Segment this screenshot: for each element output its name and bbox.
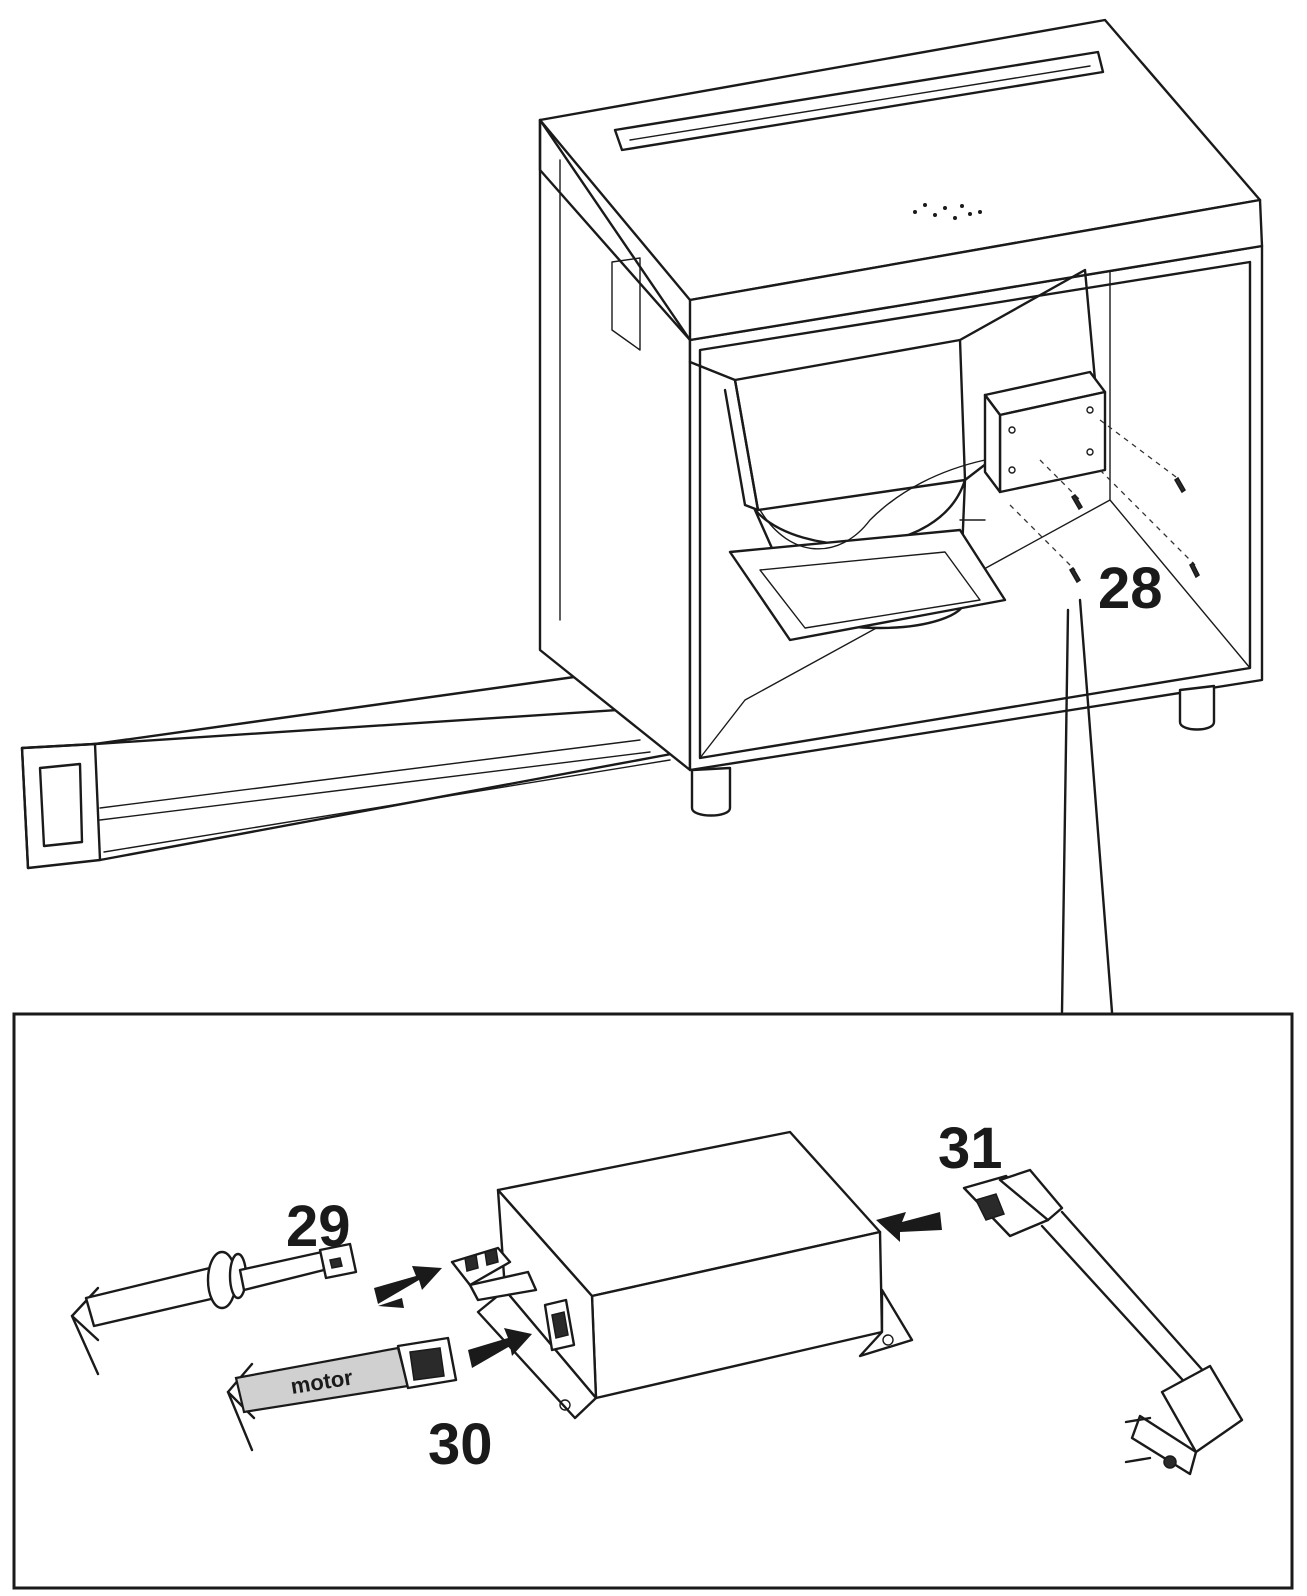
step-number-28: 28 bbox=[1098, 556, 1163, 621]
insert-arrow-icon bbox=[378, 1298, 404, 1308]
callout-line bbox=[1060, 608, 1070, 1014]
cable-29 bbox=[70, 1242, 358, 1376]
control-box-mounted bbox=[983, 370, 1107, 494]
step-number-31: 31 bbox=[938, 1116, 1003, 1181]
insert-arrow-icon bbox=[876, 1212, 942, 1242]
motor-cable-30 bbox=[226, 1336, 458, 1452]
flat-duct-icon bbox=[20, 670, 684, 870]
step-number-30: 30 bbox=[428, 1412, 493, 1477]
cabinet-legs bbox=[690, 684, 1216, 817]
cabinet-illustration bbox=[20, 18, 1264, 870]
control-box-icon bbox=[450, 1130, 914, 1420]
insert-arrow-icon bbox=[374, 1266, 442, 1304]
step-number-29: 29 bbox=[286, 1194, 351, 1259]
insert-arrow-icon bbox=[468, 1328, 532, 1368]
detail-frame bbox=[12, 1012, 1294, 1590]
screw-icons bbox=[1068, 476, 1200, 584]
power-plug-icon bbox=[962, 1168, 1244, 1476]
hob-controls bbox=[913, 203, 982, 220]
callout-line bbox=[1078, 598, 1114, 1014]
